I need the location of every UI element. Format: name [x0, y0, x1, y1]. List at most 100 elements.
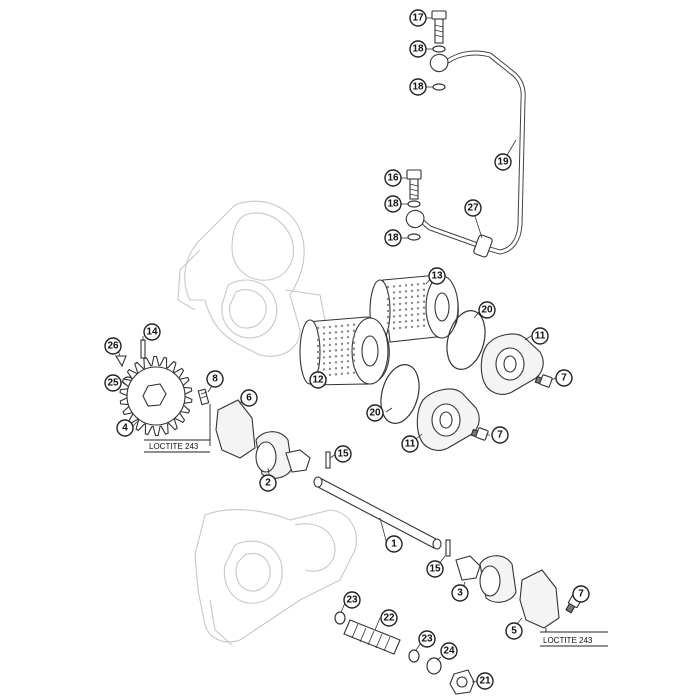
seal-ring-upper-a: [432, 45, 446, 53]
filter-perforation: [322, 338, 326, 341]
loctite-label-right: LOCTITE 243: [543, 636, 593, 645]
pin-14: [140, 339, 146, 359]
filter-perforation: [404, 290, 408, 293]
filter-perforation: [334, 343, 338, 346]
filter-cover-upper: [480, 333, 544, 395]
callout-18-d-label: 18: [387, 233, 399, 244]
callout-14: 14: [143, 323, 161, 341]
filter-perforation: [352, 329, 356, 332]
callout-22-label: 22: [383, 613, 395, 624]
filter-perforation: [352, 323, 356, 326]
filter-perforation: [334, 367, 338, 370]
filter-perforation: [322, 344, 326, 347]
callout-27: 27: [464, 199, 482, 217]
filter-perforation: [352, 341, 356, 344]
callout-16: 16: [384, 169, 402, 187]
callout-6-label: 6: [246, 393, 252, 404]
callout-1-label: 1: [391, 539, 397, 550]
filter-perforation: [398, 284, 402, 288]
filter-perforation: [410, 313, 414, 317]
filter-perforation: [398, 302, 402, 306]
callout-20-b-label: 20: [369, 408, 381, 419]
filter-perforation: [386, 297, 390, 301]
callout-15-b: 15: [426, 560, 444, 578]
callout-15-b-label: 15: [429, 564, 441, 575]
callout-3-label: 3: [457, 588, 463, 599]
filter-perforation: [416, 295, 420, 298]
loctite-label-left: LOCTITE 243: [149, 442, 199, 451]
seal-ring-upper-b: [432, 83, 446, 91]
filter-perforation: [334, 331, 338, 334]
callout-16-label: 16: [387, 173, 399, 184]
callout-7-b: 7: [491, 426, 509, 444]
filter-perforation: [398, 296, 402, 300]
filter-perforation: [398, 314, 402, 318]
pump-shaft: [313, 476, 442, 550]
pin-15-upper: [325, 451, 331, 469]
filter-perforation: [398, 326, 402, 330]
callout-22: 22: [380, 609, 398, 627]
filter-perforation: [352, 371, 356, 374]
filter-perforation: [316, 368, 320, 372]
filter-perforation: [334, 355, 338, 358]
callout-11-a-label: 11: [535, 331, 546, 342]
filter-cover-lower: [416, 388, 480, 451]
callout-24: 24: [440, 642, 458, 660]
filter-perforation: [398, 290, 402, 294]
filter-perforation: [404, 284, 408, 287]
callout-7-c: 7: [572, 585, 590, 603]
callout-6: 6: [240, 389, 258, 407]
filter-perforation: [346, 342, 350, 345]
filter-perforation: [416, 313, 420, 316]
filter-perforation: [352, 347, 356, 350]
filter-perforation: [328, 355, 332, 359]
callout-23-a: 23: [343, 591, 361, 609]
pin-15-lower: [445, 539, 451, 557]
filter-perforation: [392, 291, 396, 294]
filter-perforation: [346, 366, 350, 369]
filter-perforation: [398, 308, 402, 312]
filter-perforation: [392, 285, 396, 288]
filter-perforation: [410, 319, 414, 323]
loctite-note-right: LOCTITE 243: [540, 631, 608, 647]
callout-21: 21: [476, 672, 494, 690]
filter-perforation: [386, 285, 390, 289]
o-ring-23a: [334, 611, 346, 625]
filter-perforation: [386, 303, 390, 307]
callout-20-a-label: 20: [481, 305, 493, 316]
filter-perforation: [404, 326, 408, 329]
filter-perforation: [422, 300, 426, 303]
callout-18-d: 18: [384, 229, 402, 247]
callout-26-label: 26: [107, 341, 119, 352]
filter-perforation: [392, 315, 396, 318]
callout-8-label: 8: [212, 374, 218, 385]
filter-perforation: [404, 320, 408, 323]
filter-perforation: [328, 373, 332, 377]
filter-perforation: [340, 348, 344, 352]
filter-perforation: [352, 335, 356, 338]
filter-perforation: [410, 307, 414, 311]
callout-14-label: 14: [146, 327, 158, 338]
filter-perforation: [340, 354, 344, 358]
filter-perforation: [346, 330, 350, 333]
callout-18-b-label: 18: [412, 82, 424, 93]
filter-perforation: [386, 315, 390, 319]
filter-perforation: [322, 362, 326, 365]
callout-11-b: 11: [401, 435, 419, 453]
filter-perforation: [422, 318, 426, 321]
screw-upper: [534, 374, 553, 388]
callout-25-label: 25: [107, 378, 119, 389]
filter-perforation: [410, 289, 414, 293]
callout-7-c-label: 7: [578, 589, 584, 600]
callout-18-a: 18: [409, 40, 427, 58]
filter-perforation: [322, 332, 326, 335]
filter-perforation: [422, 294, 426, 297]
filter-perforation: [328, 367, 332, 371]
filter-perforation: [416, 325, 420, 328]
callout-4-label: 4: [122, 423, 128, 434]
filter-perforation: [346, 372, 350, 375]
filter-perforation: [334, 361, 338, 364]
callout-2: 2: [259, 474, 277, 492]
callout-13: 13: [428, 267, 446, 285]
filter-perforation: [316, 350, 320, 354]
